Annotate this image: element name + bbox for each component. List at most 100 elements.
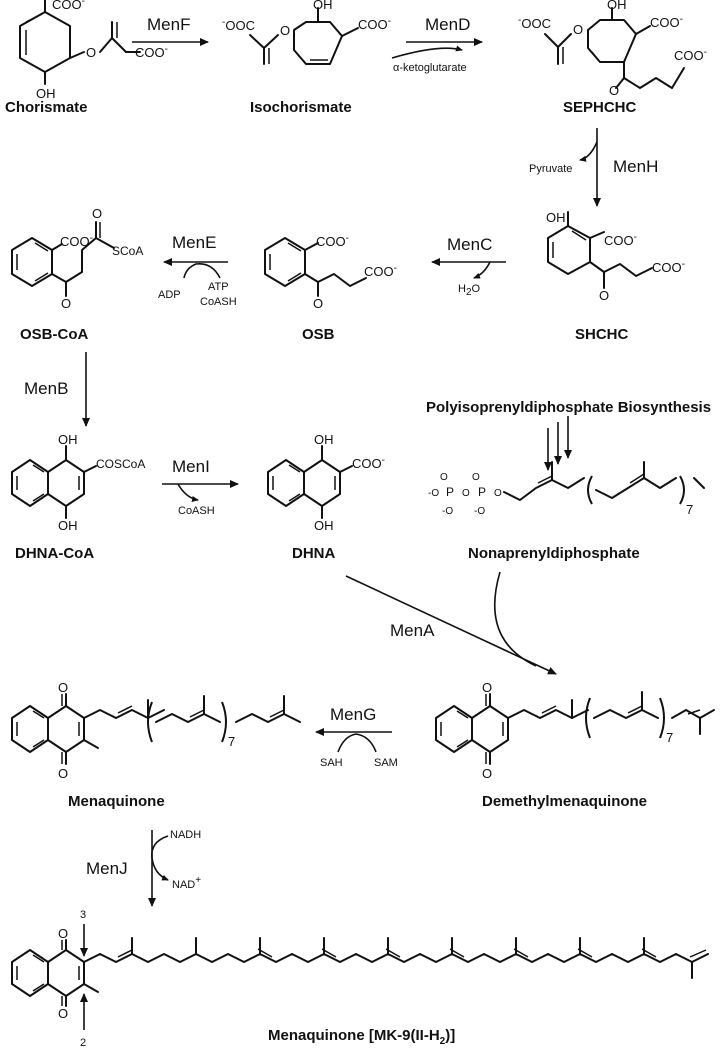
dhna-coa-structure: OH OH COSCoA xyxy=(11,432,145,533)
osbcoa-coo: COO- xyxy=(60,233,93,249)
demethylmenaquinone-structure: O O 7 xyxy=(435,680,715,781)
shchc-coo: COO- xyxy=(604,232,637,248)
dhna-oh2: OH xyxy=(314,518,334,533)
mk9-o2: O xyxy=(58,1006,68,1021)
np-o3: O xyxy=(462,488,470,499)
demethylmenaquinone-label: Demethylmenaquinone xyxy=(482,793,647,810)
np-o6: -O xyxy=(474,506,485,517)
iso-ooc: -OOC xyxy=(222,17,255,33)
dhna-label: DHNA xyxy=(292,545,335,562)
menh-label: MenH xyxy=(613,157,658,176)
np-n7: 7 xyxy=(686,502,693,517)
dhnacoa-coscoa: COSCoA xyxy=(96,457,145,471)
akg-arrow xyxy=(391,45,463,59)
osb-coo: COO- xyxy=(316,233,349,249)
sephchc-label: SEPHCHC xyxy=(563,99,637,116)
np-o2: O xyxy=(472,472,480,483)
seph-ooc: -OOC xyxy=(518,15,551,31)
nonaprenyl-structure: O O -O P O P O -O -O 7 xyxy=(428,461,705,517)
dmq-o2: O xyxy=(482,766,492,781)
sah-label: SAH xyxy=(320,757,343,769)
chorismate-label: Chorismate xyxy=(5,99,88,116)
mq-o1: O xyxy=(58,680,68,695)
dhna-coo: COO- xyxy=(352,455,385,471)
pos3-label: 3 xyxy=(80,909,86,921)
mena-label: MenA xyxy=(390,621,435,640)
dhnacoa-oh2: OH xyxy=(58,518,78,533)
polyiso-label: Polyisoprenyldiphosphate Biosynthesis xyxy=(426,399,711,416)
pos2-label: 2 xyxy=(80,1037,86,1049)
dhna-oh1: OH xyxy=(314,432,334,447)
osb-ketone: O xyxy=(313,296,323,311)
chorismate-oh: OH xyxy=(36,86,56,101)
shchc-structure: OH COO- O COO- xyxy=(546,210,685,303)
osb-coa-structure: COO- O SCoA O xyxy=(11,206,143,311)
np-o5: -O xyxy=(442,506,453,517)
osbcoa-o: O xyxy=(92,206,102,221)
nadh-label: NADH xyxy=(170,829,201,841)
menaquinone-label: Menaquinone xyxy=(68,793,165,810)
seph-coo2: COO- xyxy=(674,47,707,63)
iso-oh: OH xyxy=(313,0,333,12)
chorismate-coo2: COO- xyxy=(135,44,168,60)
osb-structure: COO- O COO- xyxy=(264,233,397,311)
seph-oh: OH xyxy=(607,0,627,12)
h2o-label: H2O xyxy=(458,283,481,298)
isochorismate-structure: -OOC O OH COO- xyxy=(222,0,391,65)
menc-label: MenC xyxy=(447,235,492,254)
chorismate-structure: COO- O COO- OH xyxy=(19,0,168,101)
menf-label: MenF xyxy=(147,15,190,34)
np-o1: O xyxy=(440,472,448,483)
mq-n7: 7 xyxy=(228,734,235,749)
dmq-n7: 7 xyxy=(666,730,673,745)
np-negO: -O xyxy=(428,488,439,499)
shchc-label: SHCHC xyxy=(575,326,629,343)
chorismate-coo: COO- xyxy=(52,0,85,12)
seph-o: O xyxy=(573,22,583,37)
meng-label: MenG xyxy=(330,705,376,724)
dhna-structure: OH OH COO- xyxy=(267,432,385,533)
sephchc-structure: -OOC O OH COO- O COO- xyxy=(518,0,707,98)
osb-coa-label: OSB-CoA xyxy=(20,326,88,343)
dmq-o1: O xyxy=(482,680,492,695)
osb-coo2: COO- xyxy=(364,263,397,279)
atp-label: ATP xyxy=(208,281,229,293)
pyruvate-arrow xyxy=(579,141,598,162)
akg-label: α-ketoglutarate xyxy=(393,62,467,74)
sam-label: SAM xyxy=(374,757,398,769)
sam-curve xyxy=(337,733,377,753)
np-p1: P xyxy=(446,485,454,499)
isochorismate-label: Isochorismate xyxy=(250,99,352,116)
osbcoa-ketone: O xyxy=(61,296,71,311)
shchc-coo2: COO- xyxy=(652,259,685,275)
shchc-oh: OH xyxy=(546,210,566,225)
dhna-coa-label: DHNA-CoA xyxy=(15,545,94,562)
seph-ketone: O xyxy=(609,83,619,98)
shchc-ketone: O xyxy=(599,288,609,303)
menb-label: MenB xyxy=(24,379,68,398)
iso-o: O xyxy=(280,23,290,38)
mk9-o1: O xyxy=(58,926,68,941)
dhnacoa-oh1: OH xyxy=(58,432,78,447)
mk9-label: Menaquinone [MK-9(II-H2)] xyxy=(268,1027,455,1047)
coash2-arrow xyxy=(177,483,199,502)
coash-label: CoASH xyxy=(200,296,237,308)
pyruvate-label: Pyruvate xyxy=(529,163,572,175)
meni-label: MenI xyxy=(172,457,210,476)
mena-curve xyxy=(493,571,537,667)
seph-coo: COO- xyxy=(650,14,683,30)
osbcoa-scoa: SCoA xyxy=(112,244,143,258)
nonaprenyl-label: Nonaprenyldiphosphate xyxy=(468,545,640,562)
chorismate-o: O xyxy=(86,45,96,60)
h2o-arrow xyxy=(473,261,491,279)
mend-label: MenD xyxy=(425,15,470,34)
adp-label: ADP xyxy=(158,289,181,301)
atp-curve xyxy=(183,262,221,279)
coash2-label: CoASH xyxy=(178,505,215,517)
mq-o2: O xyxy=(58,766,68,781)
mk9-structure: O O xyxy=(11,926,709,1021)
menaquinone-structure: O O 7 xyxy=(11,680,301,781)
mene-label: MenE xyxy=(172,233,216,252)
